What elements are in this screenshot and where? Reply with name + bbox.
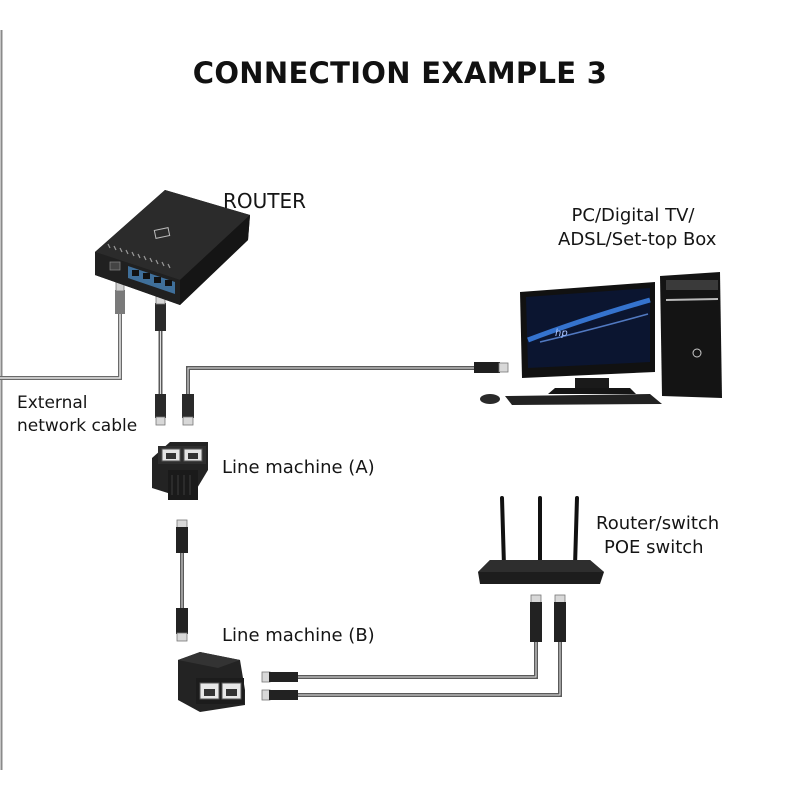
external-network-cable: [0, 281, 125, 380]
patch-cable-a-to-b: [176, 519, 188, 642]
patch-cable-router-to-splitter: [155, 295, 166, 426]
cable-splitter-to-pc: [182, 362, 509, 426]
router-switch-label: Router/switch POE switch: [596, 512, 719, 560]
router-switch-label-line-1: Router/switch: [596, 513, 720, 534]
pc-tower: [660, 272, 722, 398]
line-machine-a-splitter: [152, 442, 208, 500]
pc-keyboard-mouse: [480, 394, 662, 405]
router-logo: [153, 227, 171, 239]
line-machine-a-label: Line machine (A): [222, 457, 375, 478]
pc-label-line-1: PC/Digital TV/: [571, 205, 695, 226]
pc-monitor: hp: [520, 282, 655, 394]
router-label: ROUTER: [223, 189, 307, 213]
rj45-plug: [115, 290, 125, 314]
line-machine-b-splitter: [178, 652, 245, 712]
router-switch-device: [478, 496, 604, 584]
external-cable-label-line-1: External: [17, 393, 88, 413]
svg-text:hp: hp: [555, 328, 568, 339]
pc-label-line-2: ADSL/Set-top Box: [558, 229, 717, 250]
line-machine-b-label: Line machine (B): [222, 625, 375, 646]
external-cable-label-line-2: network cable: [17, 416, 138, 436]
router-switch-label-line-2: POE switch: [604, 537, 704, 558]
diagram-title: CONNECTION EXAMPLE 3: [192, 56, 608, 90]
cables-splitter-to-switch: [261, 594, 566, 701]
router-lan-ports: [128, 266, 175, 294]
pc-label: PC/Digital TV/ ADSL/Set-top Box: [558, 204, 717, 252]
router-device: [95, 190, 250, 305]
external-cable-label: External network cable: [17, 392, 137, 438]
